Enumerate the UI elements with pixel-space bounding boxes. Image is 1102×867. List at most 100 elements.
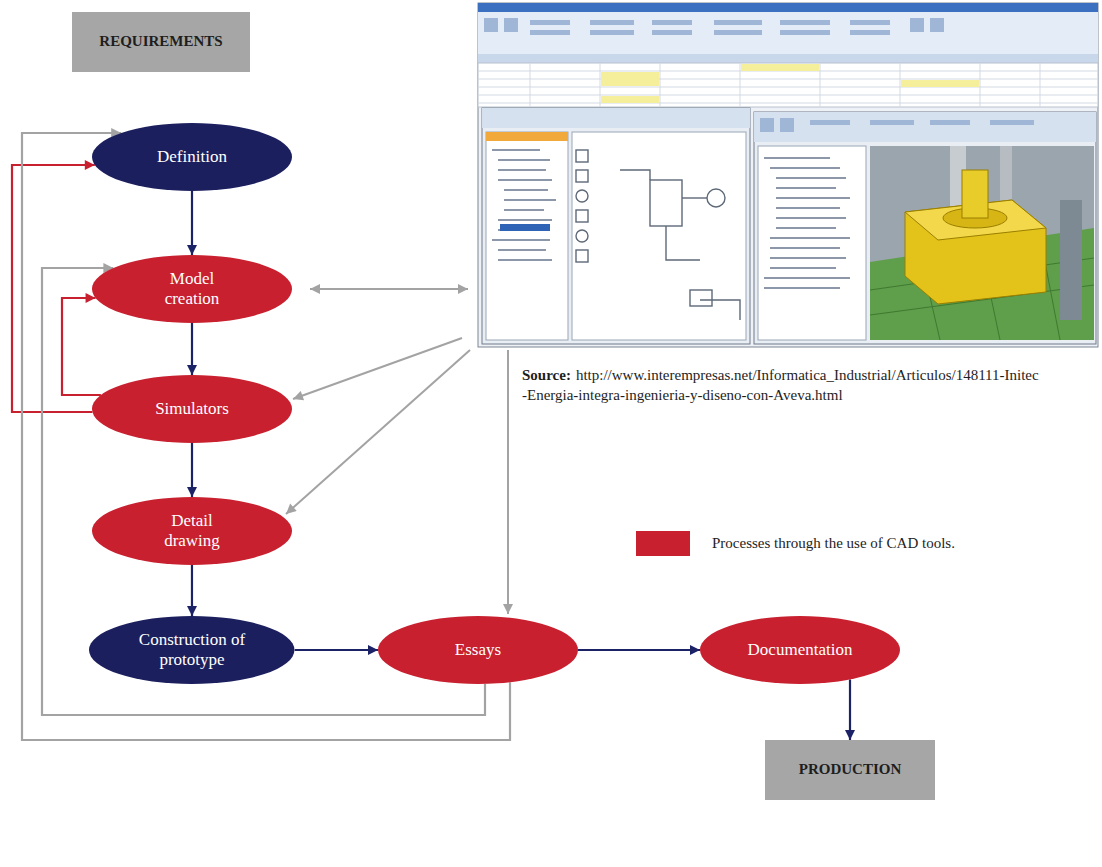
- cad-software-screenshot: [504, 199, 556, 201]
- cad-software-screenshot: [576, 210, 588, 222]
- cad-software-screenshot: [576, 150, 588, 162]
- cad-software-screenshot: [650, 180, 682, 226]
- cad-software-screenshot: [530, 20, 570, 25]
- cad-step-ellipse: Essays: [378, 616, 578, 684]
- cad-software-screenshot: [707, 189, 725, 207]
- cad-software-screenshot: [760, 118, 774, 132]
- cad-software-screenshot: [484, 18, 944, 35]
- cad-step-ellipse: Model creation: [92, 255, 292, 323]
- ellipse-fill: [92, 123, 292, 191]
- cad-software-screenshot: [484, 18, 498, 32]
- cad-software-screenshot: [690, 290, 712, 306]
- cad-software-screenshot: [478, 12, 1098, 54]
- cad-software-screenshot: [682, 197, 707, 198]
- cad-software-screenshot: [850, 20, 890, 25]
- node-label: Detail drawing: [147, 511, 237, 550]
- cad-software-screenshot: [576, 190, 588, 202]
- cad-software-screenshot: [910, 18, 924, 32]
- node-label: REQUIREMENTS: [99, 33, 222, 50]
- cad-step-ellipse: Detail drawing: [92, 497, 292, 565]
- cad-software-screenshot: [700, 300, 740, 320]
- flow-connector: [12, 165, 95, 412]
- legend-text: Processes through the use of CAD tools.: [712, 535, 955, 552]
- cad-software-screenshot: [740, 63, 741, 107]
- cad-software-screenshot: [820, 63, 821, 107]
- source-url: http://www.interempresas.net/Informatica…: [522, 367, 1039, 403]
- flow-connector: [191, 565, 193, 616]
- cad-software-screenshot: [776, 207, 840, 209]
- cad-software-screenshot: [780, 20, 830, 25]
- cad-software-screenshot: [601, 72, 659, 86]
- cad-software-screenshot: [478, 103, 1098, 104]
- node-text-stack: Detail drawing: [147, 511, 237, 550]
- screenshot-link-lines: [310, 288, 468, 290]
- cad-software-screenshot: [498, 219, 552, 221]
- cad-software-screenshot: [870, 120, 914, 125]
- cad-software-screenshot: [530, 63, 531, 107]
- cad-step-ellipse: Simulators: [92, 375, 292, 443]
- ellipse-fill: [92, 255, 292, 323]
- flow-connector: [191, 443, 193, 497]
- cad-software-screenshot: [504, 209, 544, 211]
- cad-software-screenshot: [714, 20, 762, 25]
- screenshot-link-lines: [286, 350, 470, 514]
- cad-software-screenshot: [770, 267, 836, 269]
- node-text-stack: Construction of prototype: [126, 630, 258, 669]
- cad-software-screenshot: [714, 30, 762, 35]
- cad-software-screenshot: [498, 249, 546, 251]
- cad-software-screenshot: [776, 197, 850, 199]
- cad-software-screenshot: [780, 118, 794, 132]
- cad-software-screenshot: [1000, 146, 1012, 206]
- cad-software-screenshot: [776, 227, 836, 229]
- node-text-stack: Documentation: [748, 640, 853, 660]
- node-label: Definition: [157, 147, 227, 167]
- cad-software-screenshot: [962, 170, 988, 218]
- cad-software-screenshot: [930, 120, 970, 125]
- node-label: Simulators: [155, 399, 229, 419]
- node-label: PRODUCTION: [799, 761, 902, 778]
- flow-connector: [62, 298, 101, 395]
- cad-software-screenshot: [498, 169, 546, 171]
- cad-software-screenshot: [601, 96, 659, 103]
- cad-software-screenshot: [500, 224, 550, 231]
- cad-software-screenshot: [900, 63, 901, 107]
- cad-software-screenshot: [498, 179, 552, 181]
- cad-software-screenshot: [776, 177, 846, 179]
- cad-software-screenshot: [901, 80, 979, 87]
- cad-software-screenshot: [754, 112, 1096, 344]
- flow-connector: [849, 679, 851, 740]
- ellipse-fill: [92, 497, 292, 565]
- cad-software-screenshot: [810, 120, 850, 125]
- node-text-stack: Simulators: [155, 399, 229, 419]
- cad-software-screenshot: [652, 30, 692, 35]
- cad-software-screenshot: [764, 158, 850, 288]
- cad-software-screenshot: [590, 20, 634, 25]
- node-text-stack: REQUIREMENTS: [99, 33, 222, 50]
- cad-software-screenshot: [478, 3, 1098, 12]
- cad-software-screenshot: [1040, 63, 1041, 107]
- cad-software-screenshot: [776, 187, 836, 189]
- cad-software-screenshot: [486, 132, 568, 340]
- stage-band: REQUIREMENTS: [72, 12, 250, 72]
- cad-software-screenshot: [576, 250, 588, 262]
- cad-software-screenshot: [482, 108, 750, 128]
- node-label: Construction of prototype: [126, 630, 258, 669]
- cad-software-screenshot: [504, 18, 518, 32]
- cad-software-screenshot: [930, 18, 944, 32]
- cad-software-screenshot: [504, 189, 548, 191]
- cad-software-screenshot: [850, 30, 890, 35]
- cad-software-screenshot: [870, 146, 1094, 340]
- cad-software-screenshot: [770, 237, 850, 239]
- node-text-stack: Definition: [157, 147, 227, 167]
- cad-software-screenshot: [478, 63, 1098, 107]
- cad-software-screenshot: [576, 170, 588, 182]
- cad-software-screenshot: [478, 63, 1098, 107]
- cad-software-screenshot: [780, 30, 830, 35]
- screenshot-link-lines: [286, 289, 508, 614]
- cad-software-screenshot: [478, 79, 1098, 80]
- cad-software-screenshot: [492, 239, 550, 241]
- band-fill: [765, 740, 935, 800]
- flow-connector: [578, 649, 700, 651]
